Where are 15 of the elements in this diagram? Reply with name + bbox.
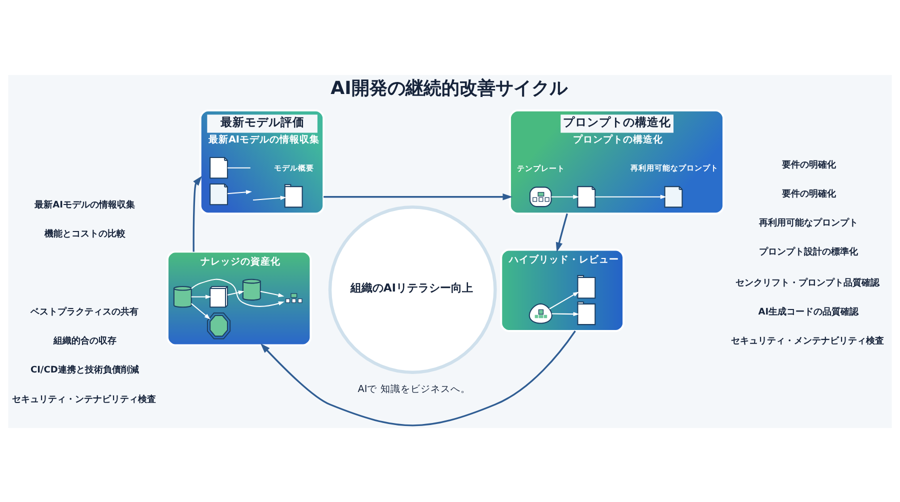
node-label: 要件の明確化	[782, 160, 836, 170]
node-label: 再利用可能なプロンプト	[758, 218, 858, 228]
node-label: 組織的合の収存	[54, 336, 117, 346]
node-label: 最新AIモデルの情報収集	[34, 200, 135, 210]
node-label: ベストプラクティスの共有	[30, 307, 138, 318]
node-label: 機能とコストの比較	[44, 229, 126, 240]
node-label: セキュリティ・メンテナビリティ検査	[731, 336, 884, 346]
node-label: セキュリティ・ンテナビリティ検査	[12, 394, 156, 404]
diagram-title: AI開発の継続的改善サイクル	[330, 77, 568, 98]
node-label: プロンプト設計の標準化	[758, 247, 858, 258]
node-label: CI/CD連携と技術負債削減	[30, 365, 139, 376]
label: AIで 知識をビジネスへ。	[358, 383, 470, 394]
node-label: センクリフト・プロンプト品質確認	[736, 278, 880, 288]
node-label: AI生成コードの品質確認	[758, 307, 859, 318]
node-label: 要件の明確化	[782, 189, 836, 200]
